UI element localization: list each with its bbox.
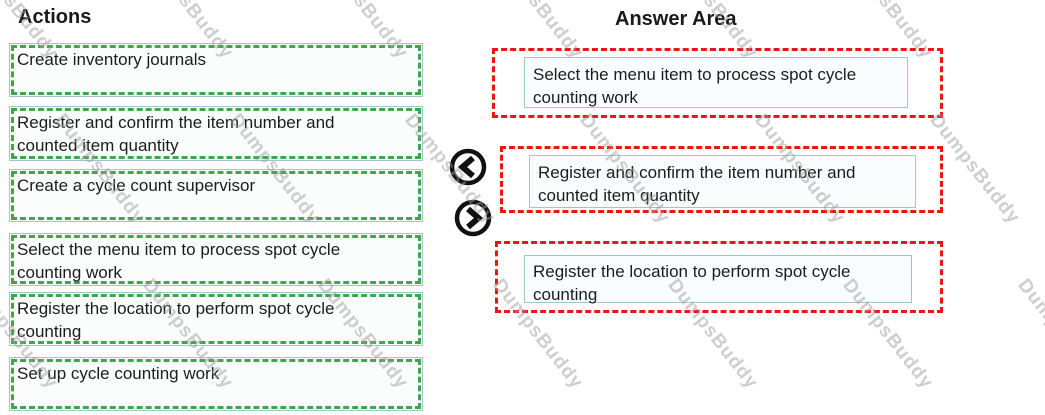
- action-item-set-up-cycle-counting-work[interactable]: Set up cycle counting work: [9, 357, 423, 411]
- action-item-label: Set up cycle counting work: [17, 364, 220, 383]
- actions-heading: Actions: [18, 6, 92, 28]
- move-left-button[interactable]: [448, 147, 488, 187]
- move-right-button[interactable]: [453, 198, 493, 238]
- answer-item-label: Register the location to perform spot cy…: [533, 262, 851, 305]
- action-item-label: Create a cycle count supervisor: [17, 176, 256, 195]
- action-item-label: Register the location to perform spot cy…: [17, 299, 335, 342]
- answer-item-select-menu-item[interactable]: Select the menu item to process spot cyc…: [524, 57, 908, 108]
- answer-item-register-location[interactable]: Register the location to perform spot cy…: [524, 255, 912, 304]
- answer-drop-zone-2[interactable]: Register and confirm the item number and…: [500, 146, 943, 213]
- action-item-create-inventory-journals[interactable]: Create inventory journals: [9, 43, 423, 97]
- action-item-register-location[interactable]: Register the location to perform spot cy…: [9, 292, 423, 346]
- answer-drop-zone-3[interactable]: Register the location to perform spot cy…: [495, 241, 943, 313]
- answer-area-heading: Answer Area: [615, 8, 737, 30]
- chevron-right-circle-icon: [454, 199, 492, 237]
- watermark-text: DumpsBuddy: [1013, 275, 1045, 394]
- answer-item-label: Select the menu item to process spot cyc…: [533, 65, 857, 108]
- answer-drop-zone-1[interactable]: Select the menu item to process spot cyc…: [492, 48, 943, 118]
- action-item-create-cycle-count-supervisor[interactable]: Create a cycle count supervisor: [9, 169, 423, 222]
- chevron-left-circle-icon: [449, 148, 487, 186]
- action-item-label: Select the menu item to process spot cyc…: [17, 240, 341, 283]
- answer-item-register-confirm-item-number[interactable]: Register and confirm the item number and…: [529, 155, 916, 208]
- action-item-label: Register and confirm the item number and…: [17, 113, 335, 156]
- answer-item-label: Register and confirm the item number and…: [538, 163, 856, 206]
- action-item-register-confirm-item-number[interactable]: Register and confirm the item number and…: [9, 106, 423, 161]
- action-item-select-menu-item[interactable]: Select the menu item to process spot cyc…: [9, 233, 423, 286]
- watermark-text: DumpsBuddy: [1013, 0, 1045, 64]
- action-item-label: Create inventory journals: [17, 50, 206, 69]
